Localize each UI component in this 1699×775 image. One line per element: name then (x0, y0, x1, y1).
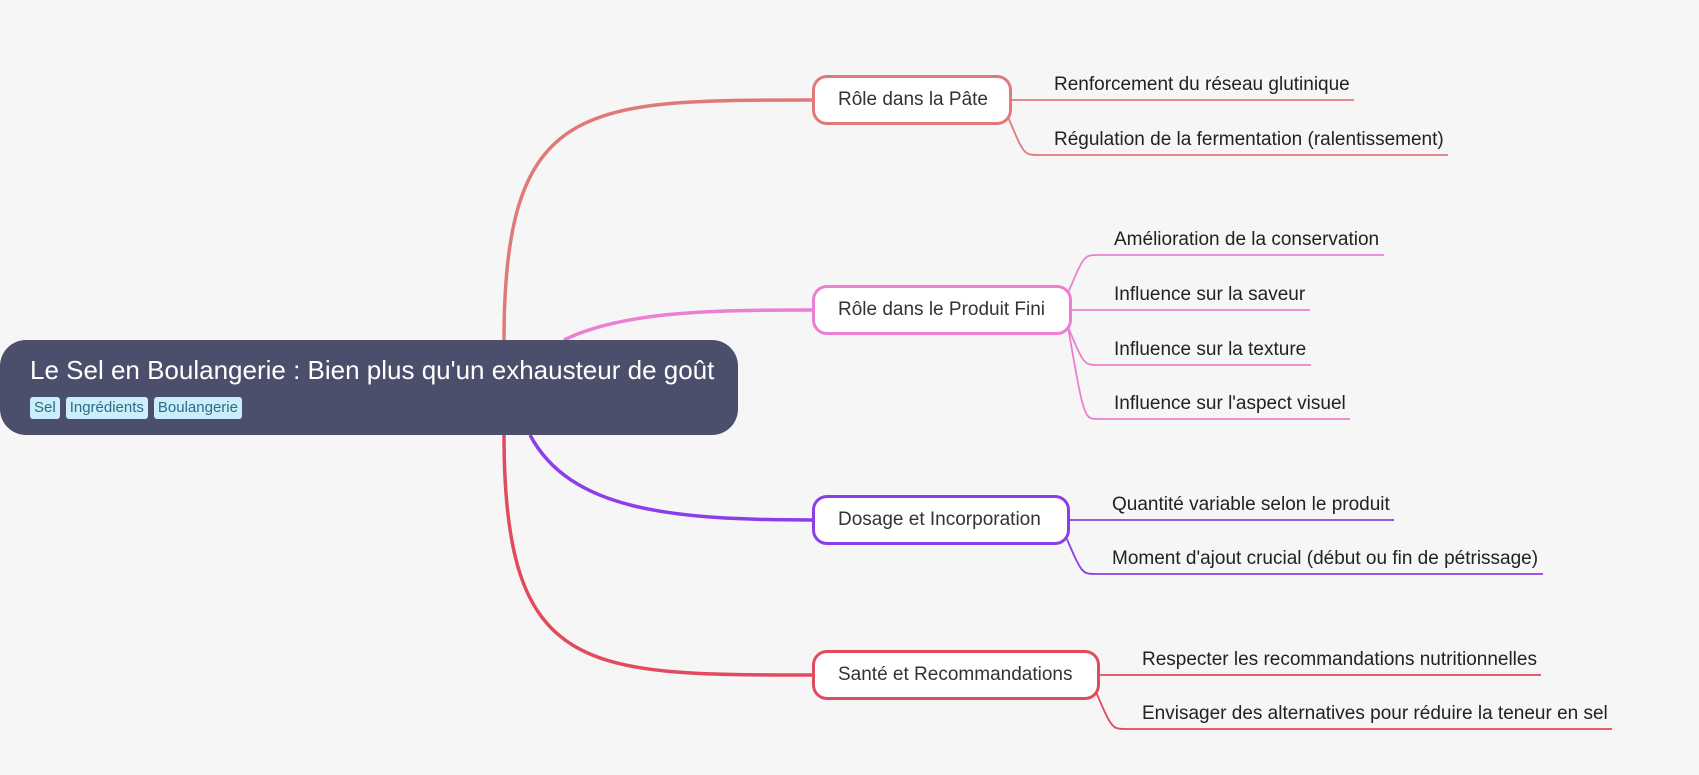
branch-connector (563, 308, 813, 342)
subtopic-item[interactable]: Respecter les recommandations nutritionn… (1142, 649, 1537, 670)
tag-ingredients[interactable]: Ingrédients (65, 397, 148, 419)
subtopic-item[interactable]: Régulation de la fermentation (ralentiss… (1054, 129, 1444, 150)
tag-sel[interactable]: Sel (30, 397, 60, 419)
subtopic-item[interactable]: Influence sur la texture (1114, 339, 1307, 360)
branch-connector (502, 434, 813, 677)
subtopic-item[interactable]: Envisager des alternatives pour réduire … (1142, 703, 1608, 724)
branch-connector (502, 98, 813, 341)
central-topic[interactable]: Le Sel en Boulangerie : Bien plus qu'un … (0, 340, 738, 435)
leaf-connector (1065, 536, 1543, 575)
subtopic-item[interactable]: Amélioration de la conservation (1114, 229, 1380, 250)
leaf-connector (1067, 254, 1384, 294)
tag-boulangerie[interactable]: Boulangerie (153, 397, 242, 419)
branch-connector (528, 434, 813, 522)
subtopic-item[interactable]: Moment d'ajout crucial (début ou fin de … (1112, 548, 1539, 569)
leaf-connector (1067, 326, 1311, 366)
leaf-connector (1067, 326, 1350, 420)
leaf-connector (1007, 116, 1448, 156)
tag-list: Sel Ingrédients Boulangerie (30, 397, 738, 419)
subtopic-item[interactable]: Renforcement du réseau glutinique (1054, 74, 1350, 95)
topic-dosage-et-incorporation[interactable]: Dosage et Incorporation (812, 495, 1070, 545)
central-topic-title: Le Sel en Boulangerie : Bien plus qu'un … (30, 355, 715, 385)
subtopic-item[interactable]: Quantité variable selon le produit (1112, 494, 1390, 515)
subtopic-item[interactable]: Influence sur la saveur (1114, 284, 1306, 305)
subtopic-item[interactable]: Influence sur l'aspect visuel (1114, 393, 1346, 414)
topic-role-dans-le-produit-fini[interactable]: Rôle dans le Produit Fini (812, 285, 1072, 335)
topic-sante-et-recommandations[interactable]: Santé et Recommandations (812, 650, 1100, 700)
leaf-connector (1095, 691, 1612, 730)
topic-role-dans-la-pate[interactable]: Rôle dans la Pâte (812, 75, 1012, 125)
